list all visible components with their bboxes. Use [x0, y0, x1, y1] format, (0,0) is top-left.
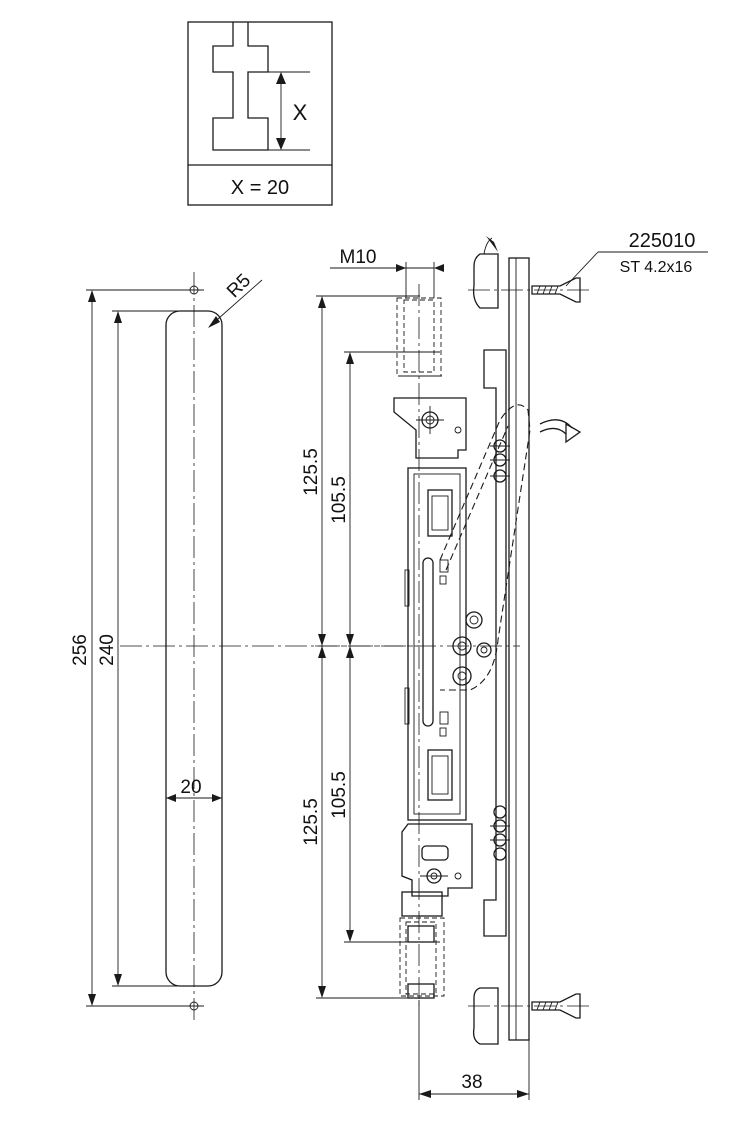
- dim-slot-width: 20: [180, 777, 201, 798]
- upper-bracket: [393, 397, 467, 459]
- lower-bracket: [401, 823, 473, 917]
- upper-screw: [531, 277, 581, 303]
- dim-overall-length: 256: [70, 634, 91, 666]
- detail-formula: X = 20: [231, 177, 289, 199]
- detail-box: X X = 20: [187, 21, 333, 206]
- dim-radius: R5: [223, 270, 255, 302]
- detail-x-label: X: [293, 100, 308, 125]
- part-number: 225010: [629, 230, 696, 252]
- dim-upper-outer: 125.5: [301, 448, 322, 496]
- rotation-arrow-icon: [539, 419, 582, 444]
- side-view: M10 125.5 125.5 105.5 105.5: [301, 230, 708, 1100]
- dim-thread: M10: [340, 247, 377, 268]
- central-body: [404, 467, 492, 821]
- swing-arm: [439, 404, 531, 691]
- dim-lower-inner: 105.5: [329, 771, 350, 819]
- dim-upper-inner: 105.5: [329, 476, 350, 524]
- lower-clips: [468, 805, 590, 1045]
- dim-slot-length: 240: [97, 634, 118, 666]
- frame-plate: [483, 257, 530, 1041]
- screw-spec: ST 4.2x16: [620, 259, 693, 276]
- dim-depth: 38: [461, 1072, 482, 1093]
- dim-lower-outer: 125.5: [301, 798, 322, 846]
- lower-screw: [531, 993, 581, 1019]
- upper-clips: [468, 236, 590, 483]
- upper-threaded-block: [396, 284, 442, 1010]
- lower-threaded-block: [399, 917, 445, 999]
- part-callout: 225010 ST 4.2x16: [565, 230, 708, 287]
